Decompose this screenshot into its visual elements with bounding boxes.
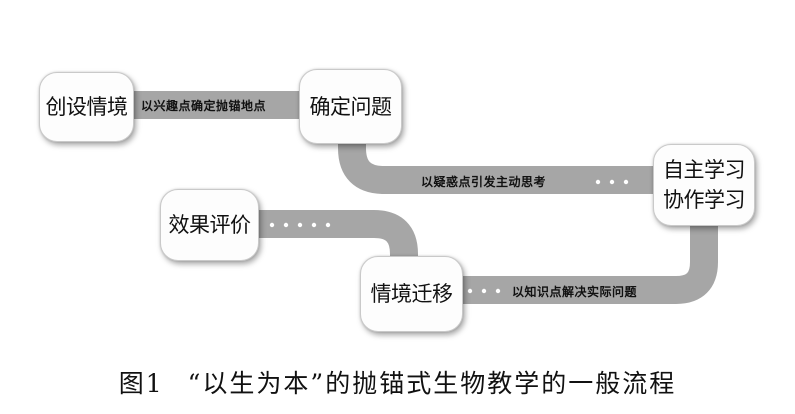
figure-title: “以生为本”的抛锚式生物教学的一般流程 [187, 369, 677, 398]
node-transfer: 情境迁移 [360, 256, 463, 332]
node-self-study: 自主学习 协作学习 [653, 144, 755, 226]
dot [623, 179, 629, 185]
track-study-to-transfer [452, 210, 718, 304]
dot [495, 288, 501, 294]
dot [609, 179, 615, 185]
dot [467, 288, 473, 294]
node-evaluate: 效果评价 [160, 189, 259, 261]
figure-caption: 图1 “以生为本”的抛锚式生物教学的一般流程 [0, 364, 795, 400]
dot [325, 222, 331, 228]
connector-tracks [73, 20, 718, 304]
dot [297, 222, 303, 228]
node-label: 确定问题 [309, 94, 393, 119]
edge-label-study-to-transfer: 以知识点解决实际问题 [512, 285, 638, 299]
dot [481, 288, 487, 294]
node-define-problem: 确定问题 [299, 69, 402, 144]
dot [595, 179, 601, 185]
edge-label-create-to-define: 以兴趣点确定抛锚地点 [141, 99, 267, 113]
node-label-line1: 自主学习 [663, 158, 746, 182]
node-create-situation: 创设情境 [39, 72, 134, 142]
dot [311, 222, 317, 228]
track-dots [84, 55, 629, 294]
track-transfer-to-evaluate [256, 210, 418, 268]
node-label-line2: 协作学习 [663, 188, 746, 212]
figure-number: 图1 [118, 369, 164, 398]
dot [269, 222, 275, 228]
node-label: 创设情境 [45, 95, 129, 119]
dot [84, 55, 90, 61]
edge-label-define-to-study: 以疑惑点引发主动思考 [421, 175, 547, 189]
track-define-to-study [338, 134, 662, 194]
node-label: 情境迁移 [370, 282, 454, 306]
node-label: 效果评价 [168, 213, 252, 237]
dot [283, 222, 289, 228]
